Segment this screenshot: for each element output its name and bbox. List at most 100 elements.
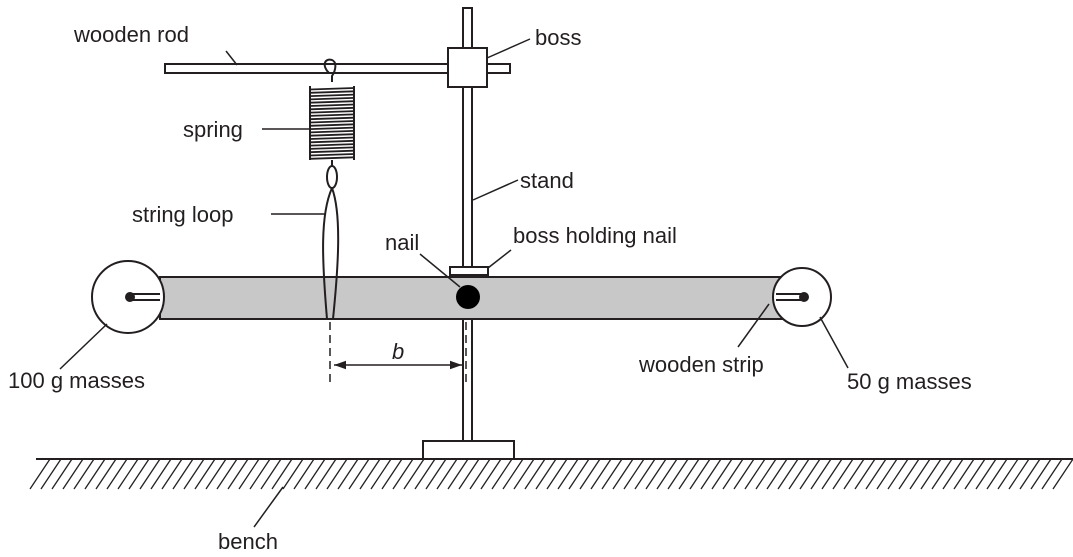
bench-hatch-line [348, 458, 370, 490]
leader-bench [253, 486, 284, 528]
bench-hatch-line [304, 458, 326, 490]
label-wooden-rod: wooden rod [73, 22, 189, 47]
bench-hatch-line [777, 458, 799, 490]
bench-hatch-line [447, 458, 469, 490]
bench-hatch-line [601, 458, 623, 490]
spring-coil [309, 136, 355, 140]
bench-hatch-line [832, 458, 854, 490]
bench-hatch-line [689, 458, 711, 490]
wooden-rod [164, 63, 511, 74]
spring-coil [309, 153, 355, 157]
bench-hatch-line [755, 458, 777, 490]
bench-hatch-line [128, 458, 150, 490]
label-wooden-strip: wooden strip [638, 352, 764, 377]
bench-hatch-line [183, 458, 205, 490]
bench-hatch-line [106, 458, 128, 490]
bench-hatch-line [469, 458, 491, 490]
bench-hatch-line [337, 458, 359, 490]
bench-hatch-line [744, 458, 766, 490]
bench-hatch-line [535, 458, 557, 490]
bench-hatch-line [909, 458, 931, 490]
bench-hatch-line [282, 458, 304, 490]
bench-hatch-line [843, 458, 865, 490]
label-string-loop: string loop [132, 202, 234, 227]
spring-coil [309, 113, 355, 117]
label-boss-holding-nail: boss holding nail [513, 223, 677, 248]
stand-base [422, 440, 515, 460]
bench-hatch-line [876, 458, 898, 490]
spring-coil [309, 146, 355, 150]
bench-hatch-line [964, 458, 986, 490]
bench-hatch-line [315, 458, 337, 490]
spring-coil [309, 149, 355, 154]
bench-hatch-line [293, 458, 315, 490]
bench-hatch-line [997, 458, 1019, 490]
bench-hatch-line [84, 458, 106, 490]
label-boss: boss [535, 25, 581, 50]
bench-hatch-line [766, 458, 788, 490]
bench-hatch-line [249, 458, 271, 490]
boss-holding-nail [449, 266, 489, 276]
leader-stand [472, 179, 519, 201]
spring-coil [309, 139, 355, 144]
spring-coil [309, 116, 355, 121]
label-stand: stand [520, 168, 574, 193]
bench-hatch-line [590, 458, 612, 490]
string-loop-right [331, 187, 340, 320]
spring-top-hook [323, 58, 337, 82]
label-bench: bench [218, 529, 278, 554]
bench-hatch-line [205, 458, 227, 490]
bench-hatch-line [381, 458, 403, 490]
bench-hatch-line [722, 458, 744, 490]
bench-hatch-line [854, 458, 876, 490]
bench-hatch-line [403, 458, 425, 490]
bench-hatch-line [821, 458, 843, 490]
bench-hatch-line [139, 458, 161, 490]
leader-nail [419, 253, 461, 288]
bench-hatch-line [1041, 458, 1063, 490]
bench-hatch-line [216, 458, 238, 490]
bench-hatch-line [557, 458, 579, 490]
bench-hatch-line [799, 458, 821, 490]
label-spring: spring [183, 117, 243, 142]
bench-hatch-line [95, 458, 117, 490]
spring-coil [309, 110, 355, 114]
masses-100g-pin-head [125, 292, 135, 302]
bench-hatch-line [326, 458, 348, 490]
bench-hatch-line [513, 458, 535, 490]
bench-hatch-line [425, 458, 447, 490]
label-100g-masses: 100 g masses [8, 368, 145, 393]
bench-hatch-line [920, 458, 942, 490]
bench-hatch-line [975, 458, 997, 490]
spring-coil [309, 90, 355, 94]
bench-hatch-line [370, 458, 392, 490]
bench-hatch-line [480, 458, 502, 490]
leader-boss-holding-nail [487, 249, 512, 269]
bench-hatch-line [491, 458, 513, 490]
bench-hatch-line [678, 458, 700, 490]
bench-hatch-line [942, 458, 964, 490]
spring-coil [309, 143, 355, 147]
bench-hatch-line [359, 458, 381, 490]
bench-hatch-line [161, 458, 183, 490]
bench-hatch-line [260, 458, 282, 490]
bench-hatch-line [1019, 458, 1041, 490]
string-loop-left [322, 187, 333, 320]
bench-hatch-line [172, 458, 194, 490]
wooden-strip [159, 276, 806, 320]
bench-hatch-line [568, 458, 590, 490]
label-50g-masses: 50 g masses [847, 369, 972, 394]
bench-hatch-line [29, 458, 51, 490]
bench-hatch-line [667, 458, 689, 490]
spring-coil [309, 100, 355, 104]
bench-hatch-line [986, 458, 1008, 490]
bench-hatch-line [73, 458, 95, 490]
bench-hatch-line [51, 458, 73, 490]
bench-hatch-line [623, 458, 645, 490]
spring-coil [309, 103, 355, 107]
spring-coil [309, 123, 355, 127]
spring-coil [309, 106, 355, 111]
nail [456, 285, 480, 309]
bench-hatch-line [62, 458, 84, 490]
